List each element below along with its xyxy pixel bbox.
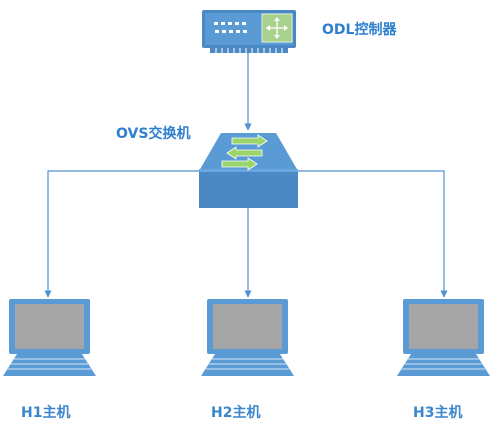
laptop-icon-h1: [3, 299, 96, 376]
router-controller-icon: [202, 10, 296, 53]
connectors: [44, 53, 448, 298]
laptop-icon-h3: [397, 299, 490, 376]
host-label-h1: H1主机: [21, 405, 71, 421]
laptop-icon-h2: [201, 299, 294, 376]
switch-arrows-icon: [221, 134, 268, 171]
host-label-h3: H3主机: [413, 405, 463, 421]
controller-label: ODL控制器: [322, 22, 397, 38]
switch-to-h1-connector: [44, 170, 201, 298]
network-switch-icon: [199, 133, 298, 208]
switch-to-h3-connector: [296, 170, 448, 298]
host-label-h2: H2主机: [211, 405, 261, 421]
switch-label: OVS交换机: [116, 126, 191, 142]
